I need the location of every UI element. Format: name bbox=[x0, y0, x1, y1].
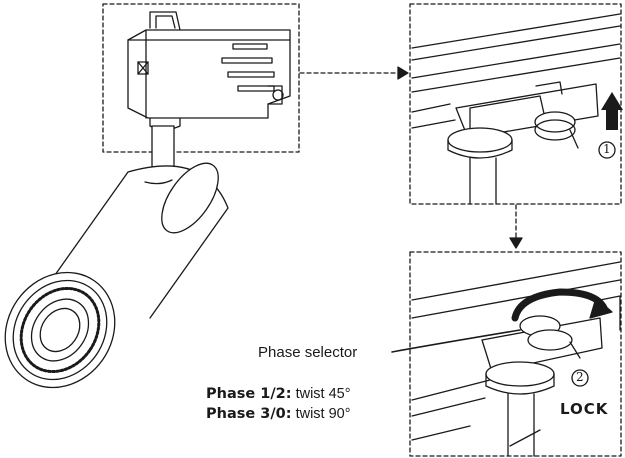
step-2-number: 2 bbox=[576, 370, 584, 384]
track-adapter bbox=[127, 11, 291, 131]
phase-30-action: twist 90° bbox=[295, 406, 351, 422]
spotlight-body bbox=[4, 125, 229, 389]
phase-selector-label: Phase selector bbox=[258, 344, 358, 361]
phase-12-instruction: Phase 1/2: twist 45° bbox=[206, 386, 351, 402]
step-1-number: 1 bbox=[603, 142, 611, 156]
arrow-down-icon bbox=[509, 237, 523, 249]
adapter-frame bbox=[102, 3, 300, 153]
phase-12-action: twist 45° bbox=[295, 386, 351, 402]
track-rail-bottom bbox=[411, 261, 621, 457]
arrow-right-icon bbox=[397, 66, 409, 80]
insert-frame bbox=[409, 3, 622, 205]
lock-frame bbox=[409, 251, 622, 457]
track-rail-top bbox=[411, 13, 621, 205]
arrow-up-icon bbox=[601, 92, 623, 130]
lock-label: LOCK bbox=[560, 400, 609, 418]
phase-selector-leader bbox=[391, 329, 521, 353]
phase-30-instruction: Phase 3/0: twist 90° bbox=[206, 406, 351, 422]
phase-12-name: Phase 1/2: bbox=[206, 386, 292, 402]
step-2-badge bbox=[571, 369, 589, 387]
step-1-badge bbox=[598, 141, 616, 159]
phase-30-name: Phase 3/0: bbox=[206, 406, 292, 422]
twist-arrow-icon bbox=[511, 288, 613, 322]
